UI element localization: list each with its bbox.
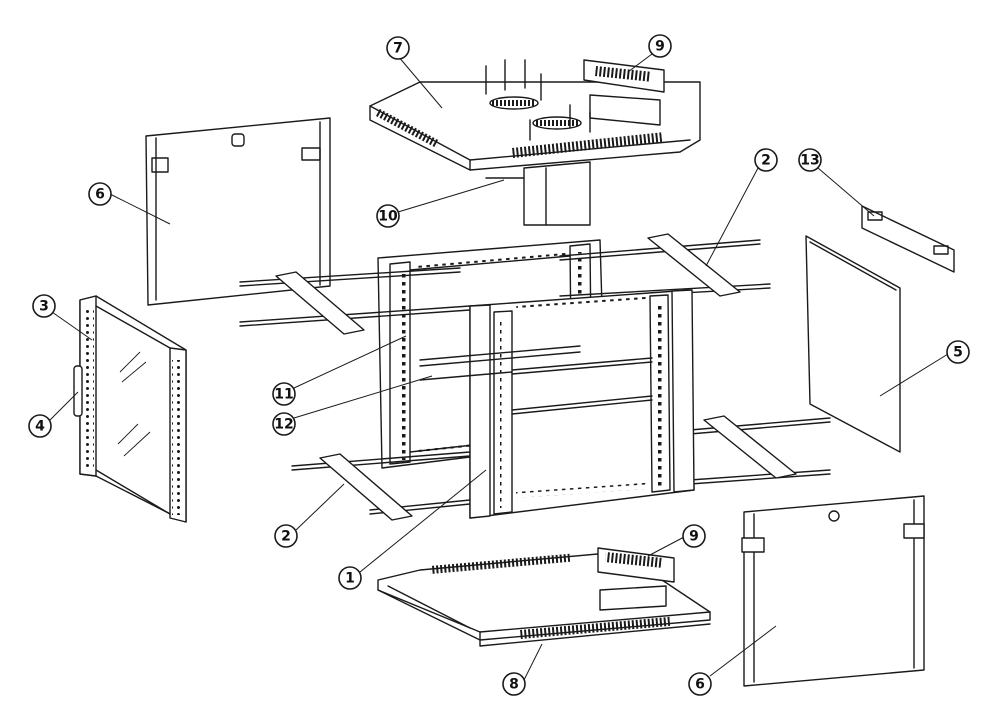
callout-circle [32,294,56,318]
callout-4: 4 [28,414,52,438]
callout-circle [386,36,410,60]
callout-label: 6 [95,187,105,203]
callout-circle [754,148,778,172]
callout-label: 9 [655,39,665,55]
top-bracket [861,205,955,273]
callout-circle [682,524,706,548]
support-post [485,161,591,226]
callout-6: 6 [88,182,112,206]
callout-label: 4 [35,419,45,435]
leader-lines [45,53,949,681]
callout-circle [272,412,296,436]
callout-circle [88,182,112,206]
rear-panel [805,235,901,453]
callout-circle [28,414,52,438]
top-cover [369,59,701,171]
side-panel-left [145,117,331,306]
callout-circle [376,204,400,228]
callout-12: 12 [272,412,296,436]
callout-label: 8 [509,677,519,693]
callout-circle [274,524,298,548]
callout-13: 13 [798,148,822,172]
callout-circle [272,382,296,406]
callout-3: 3 [32,294,56,318]
callout-circle [798,148,822,172]
callout-1: 1 [338,566,362,590]
top-strip [583,59,665,93]
callout-10: 10 [376,204,400,228]
callout-9: 9 [648,34,672,58]
front-frame [419,289,695,519]
rails [239,233,831,521]
callout-label: 10 [378,209,398,225]
front-glass-door [73,295,187,523]
callout-label: 2 [761,153,771,169]
callout-circle [338,566,362,590]
callout-label: 6 [695,677,705,693]
callout-circle [648,34,672,58]
callout-9: 9 [682,524,706,548]
callout-circle [946,340,970,364]
callout-label: 2 [281,529,291,545]
callout-circle [502,672,526,696]
callout-7: 7 [386,36,410,60]
callout-label: 12 [274,417,293,433]
callout-label: 5 [953,345,963,361]
callout-2: 2 [274,524,298,548]
callout-label: 1 [345,571,355,587]
callout-5: 5 [946,340,970,364]
callout-label: 3 [39,299,49,315]
callout-6: 6 [688,672,712,696]
callout-label: 11 [274,387,293,403]
side-panel-right [741,495,925,687]
callout-8: 8 [502,672,526,696]
callout-label: 9 [689,529,699,545]
callout-label: 7 [393,41,403,57]
callout-label: 13 [800,153,819,169]
callout-2: 2 [754,148,778,172]
callout-11: 11 [272,382,296,406]
bottom-strip [597,547,675,583]
callout-circle [688,672,712,696]
